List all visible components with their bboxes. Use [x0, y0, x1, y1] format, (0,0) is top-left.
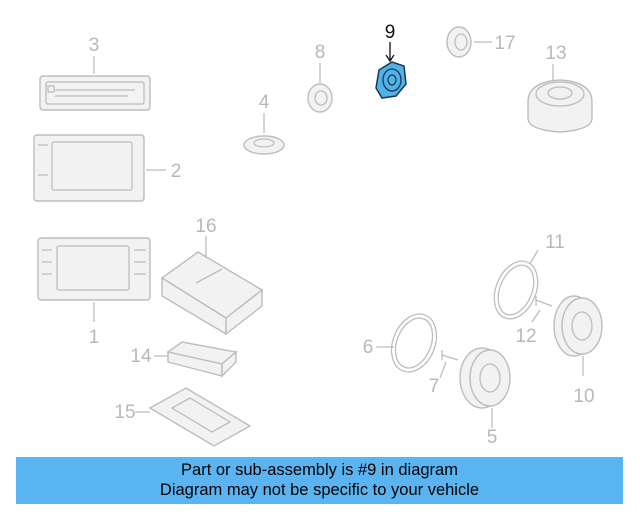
callout-7: 7 — [429, 376, 440, 397]
part-9-speaker-highlighted — [375, 42, 407, 99]
part-12-screw — [531, 296, 553, 323]
part-2-display — [33, 134, 166, 202]
callout-15: 15 — [114, 402, 135, 423]
part-3-radio-unit — [39, 56, 151, 111]
callout-5: 5 — [487, 427, 498, 448]
part-4-tweeter — [243, 113, 285, 155]
part-11-gasket — [493, 249, 539, 320]
callout-1: 1 — [89, 327, 100, 348]
part-1-nav-unit — [37, 237, 151, 322]
callout-14: 14 — [130, 346, 152, 367]
part-notice-banner: Part or sub-assembly is #9 in diagram Di… — [16, 457, 623, 504]
part-15-bracket — [135, 387, 252, 447]
part-16-amplifier — [160, 236, 264, 336]
callout-6: 6 — [363, 337, 374, 358]
callout-9: 9 — [385, 22, 396, 43]
callout-11: 11 — [545, 232, 565, 253]
part-14-module — [154, 341, 238, 378]
callout-8: 8 — [315, 42, 326, 63]
callout-2: 2 — [171, 161, 182, 182]
callout-17: 17 — [494, 33, 515, 54]
notice-line-1: Part or sub-assembly is #9 in diagram — [181, 461, 458, 479]
part-6-gasket — [376, 313, 438, 373]
part-17-speaker — [446, 26, 492, 58]
callout-4: 4 — [259, 92, 270, 113]
callout-3: 3 — [89, 35, 100, 56]
callout-12: 12 — [515, 326, 536, 347]
part-5-door-speaker — [459, 347, 511, 428]
part-8-speaker — [307, 63, 333, 113]
part-10-door-speaker — [553, 295, 603, 376]
callout-10: 10 — [573, 386, 594, 407]
part-7-screw — [439, 350, 459, 379]
notice-line-2: Diagram may not be specific to your vehi… — [159, 481, 480, 499]
callout-13: 13 — [545, 43, 566, 64]
part-13-subwoofer — [527, 64, 593, 133]
callout-16: 16 — [195, 216, 216, 237]
